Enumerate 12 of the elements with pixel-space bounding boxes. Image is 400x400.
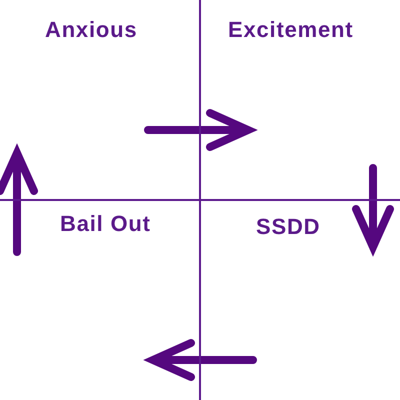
quadrant-label: Excitement [228,17,354,42]
quadrant [0,0,200,200]
quadrant-label: SSDD [256,214,320,240]
quadrant [200,0,400,200]
quadrant-label: Anxious [45,17,138,42]
arrow [352,164,394,257]
arrow [0,143,38,256]
arrow [144,109,258,151]
quadrant [200,200,400,400]
quadrant [0,200,200,400]
arrow [143,339,257,381]
quadrant-label: Bail Out [60,211,151,236]
